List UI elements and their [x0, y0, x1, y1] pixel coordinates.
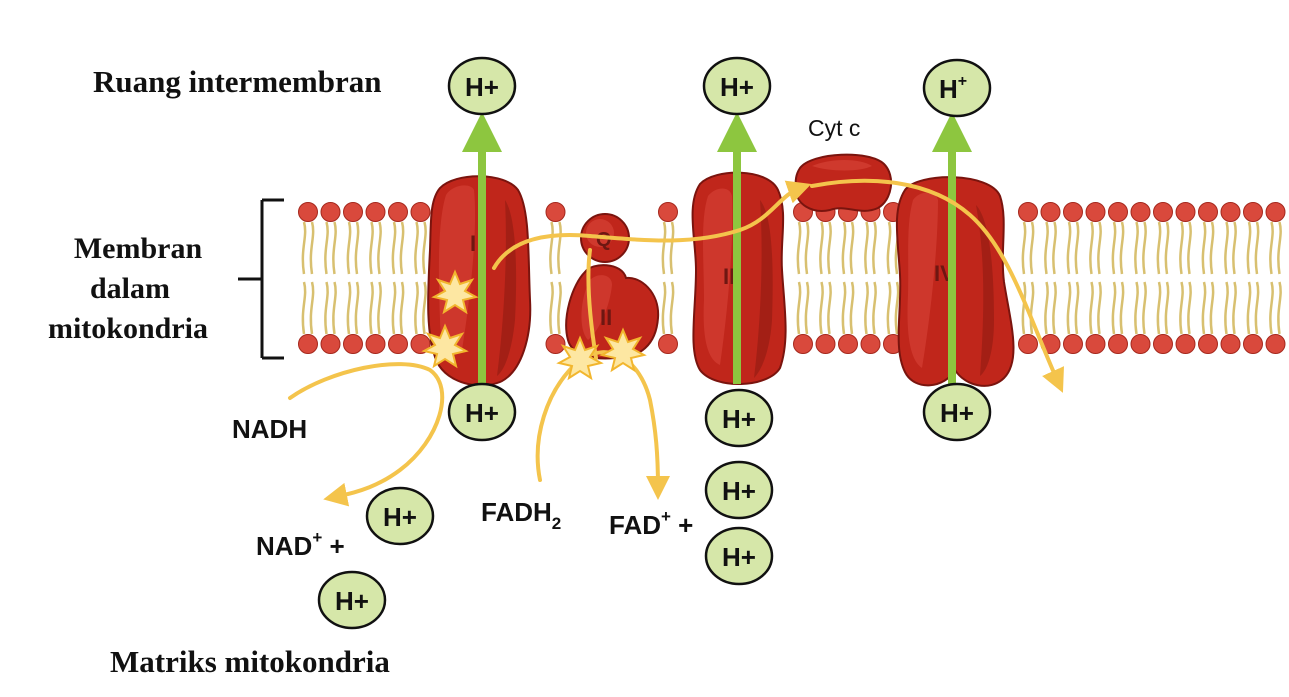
nad-sup: + [312, 528, 322, 547]
proton-arrows [462, 112, 972, 384]
ion-top-3: H+ [702, 56, 772, 116]
ion-top-1: H+ [447, 56, 517, 116]
complex-ii-label: II [600, 305, 612, 330]
reaction-stars [421, 269, 647, 381]
ion-top-3-label: H+ [720, 72, 754, 102]
star-icon [421, 323, 469, 369]
star-icon [599, 327, 647, 373]
svg-text:H+: H+ [722, 542, 756, 572]
ion-bottom-3-label: H+ [722, 404, 756, 434]
membrane-label-line-2: dalam [90, 272, 170, 305]
fad-plus-label: FAD+ + [609, 507, 693, 540]
svg-text:H+: H+ [465, 398, 499, 428]
fadh-sub: 2 [552, 514, 561, 533]
ion-top-4-sup: + [958, 73, 967, 90]
cyt-c-label: Cyt c [808, 115, 860, 141]
svg-text:H+: H+ [465, 72, 499, 102]
svg-text:H+: H+ [940, 398, 974, 428]
svg-text:H+: H+ [939, 73, 967, 104]
ion-matrix-nad-b: H+ [317, 570, 387, 630]
membrane-bracket [238, 198, 284, 360]
star-icon [431, 269, 479, 315]
electron-path-ii-to-q [586, 248, 598, 360]
q-label: Q [596, 229, 612, 251]
membrane-label-line-3: mitokondria [48, 312, 208, 345]
fad-sup: + [661, 507, 671, 526]
ion-matrix-nad-a-label: H+ [383, 502, 417, 532]
nad-plus-label: NAD+ + [256, 528, 345, 561]
membrane-label-line-1: Membran [74, 232, 203, 265]
ion-bottom-1-label: H+ [465, 398, 499, 428]
fad-plus-sign: + [671, 510, 693, 540]
svg-text:H+: H+ [722, 476, 756, 506]
nadh-oxidation-arrow [288, 362, 445, 507]
ion-top-4: H+ [922, 58, 992, 118]
ion-matrix-nad-a: H+ [365, 486, 435, 546]
fad-base: FAD [609, 510, 661, 540]
ion-matrix-nad-b-label: H+ [335, 586, 369, 616]
ion-bottom-4: H+ [922, 382, 992, 442]
electron-path-i-to-cyt-c [492, 180, 812, 270]
svg-text:H+: H+ [722, 404, 756, 434]
fadh2-oxidation-arrow [535, 350, 670, 500]
complex-i-label: I [470, 231, 476, 256]
ion-matrix-fad-b: H+ [704, 526, 774, 586]
matrix-label: Matriks mitokondria [110, 644, 390, 679]
cytochrome-c: Cyt c [794, 115, 893, 212]
ion-bottom-4-label: H+ [940, 398, 974, 428]
fadh-base: FADH [481, 497, 552, 527]
ion-bottom-1: H+ [447, 382, 517, 442]
ion-bottom-3: H+ [704, 388, 774, 448]
electron-path-cyt-c-to-iv [810, 178, 1064, 393]
ion-matrix-fad-a-label: H+ [722, 476, 756, 506]
svg-text:H+: H+ [383, 502, 417, 532]
ion-matrix-fad-b-label: H+ [722, 542, 756, 572]
lipid-bilayer [298, 202, 1286, 354]
fadh2-label: FADH2 [481, 497, 561, 533]
svg-text:H+: H+ [335, 586, 369, 616]
intermembrane-space-label: Ruang intermembran [93, 64, 381, 99]
ion-top-1-label: H+ [465, 72, 499, 102]
ion-matrix-fad-a: H+ [704, 460, 774, 520]
ion-top-4-label: H [939, 74, 958, 104]
nad-base: NAD [256, 531, 312, 561]
svg-text:H+: H+ [720, 72, 754, 102]
star-icon [556, 335, 604, 381]
nad-plus-sign: + [322, 531, 344, 561]
nadh-label: NADH [232, 414, 307, 444]
